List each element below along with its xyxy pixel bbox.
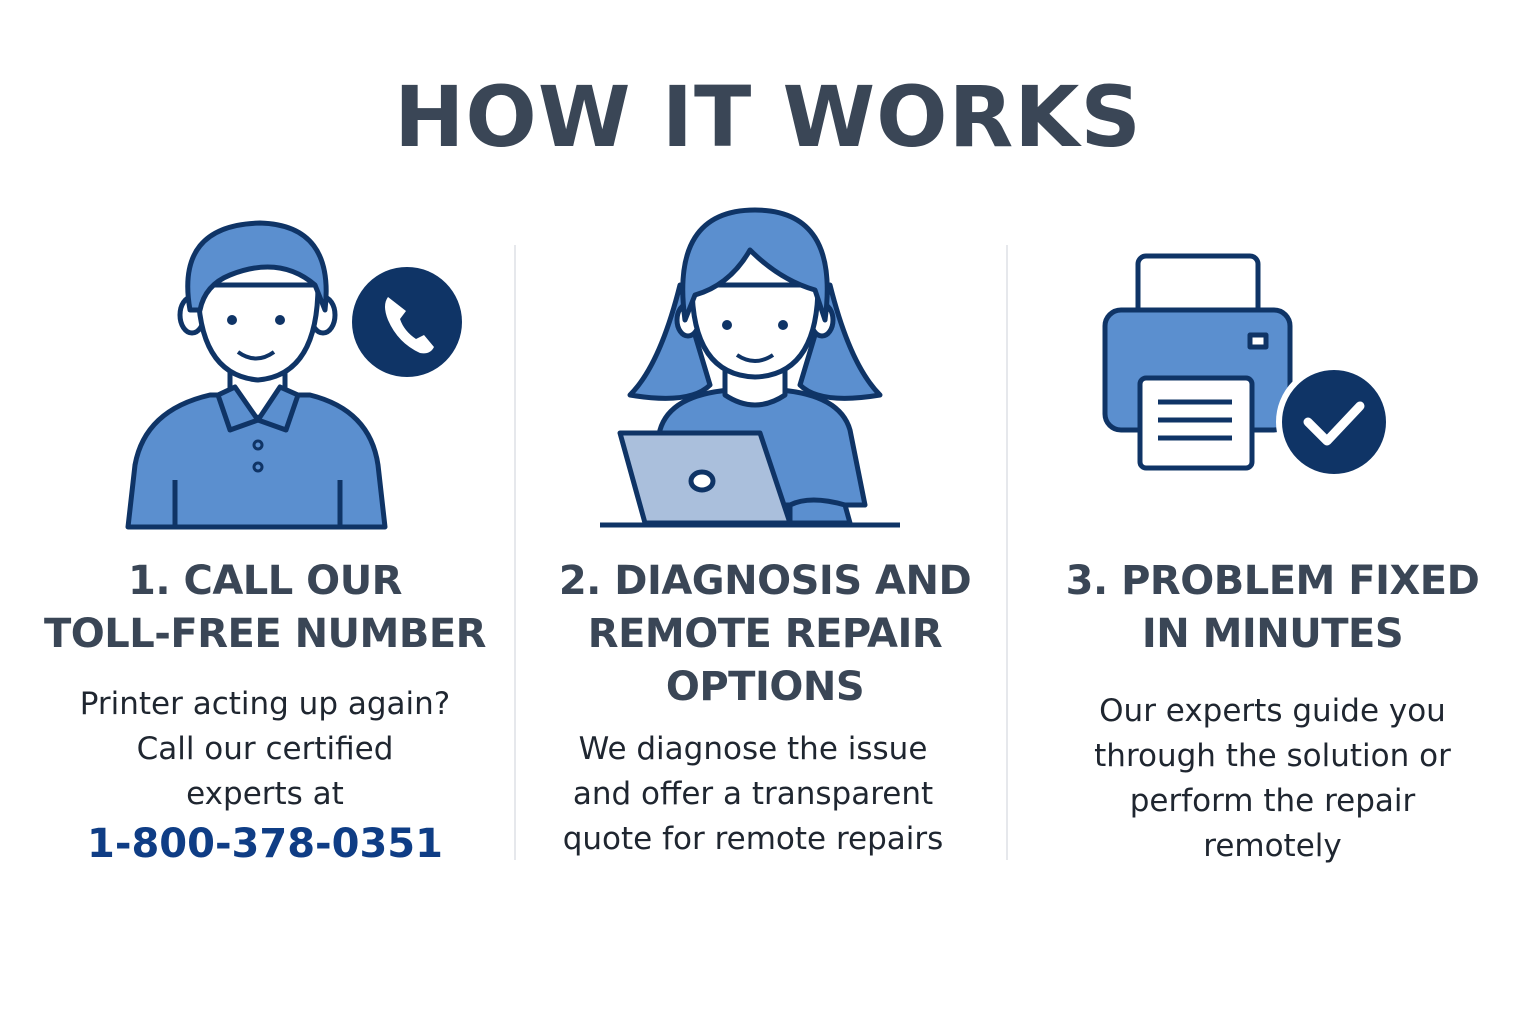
step-description: Printer acting up again? Call our certif… (79, 686, 451, 812)
step-1: 1. CALL OUR TOLL-FREE NUMBER Printer act… (15, 200, 515, 900)
phone-number-link[interactable]: 1-800-378-0351 (87, 821, 443, 867)
step-heading: 1. CALL OUR TOLL-FREE NUMBER (44, 558, 486, 657)
column-divider (514, 245, 516, 860)
man-with-phone-icon (125, 220, 462, 530)
step-description: We diagnose the issue and offer a transp… (562, 731, 944, 857)
phone-icon (352, 267, 462, 377)
step-heading: 2. DIAGNOSIS AND REMOTE REPAIR OPTIONS (558, 558, 972, 710)
step-3: 3. PROBLEM FIXED IN MINUTES Our experts … (1015, 200, 1530, 900)
step-heading: 3. PROBLEM FIXED IN MINUTES (1065, 558, 1480, 657)
printer-with-checkmark-icon (1102, 253, 1392, 480)
step-description: Our experts guide you through the soluti… (1094, 693, 1451, 864)
woman-with-laptop-icon (600, 207, 900, 528)
step-2: 2. DIAGNOSIS AND REMOTE REPAIR OPTIONS W… (515, 200, 1015, 900)
column-divider (1006, 245, 1008, 860)
page-title: HOW IT WORKS (394, 68, 1142, 166)
checkmark-icon (1276, 364, 1392, 480)
